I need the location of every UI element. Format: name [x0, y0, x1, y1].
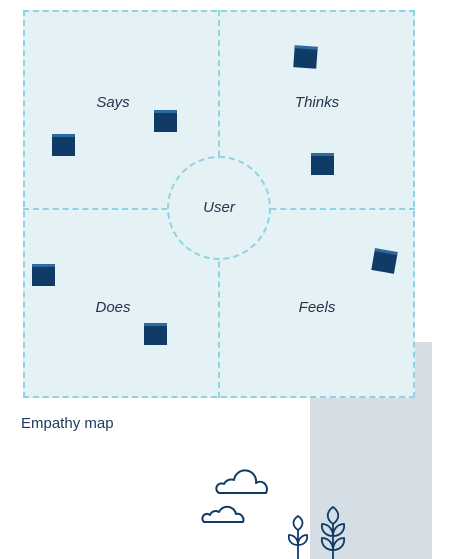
user-center-circle	[167, 156, 271, 260]
quadrant-label-thinks: Thinks	[294, 94, 340, 111]
empathy-map-caption: Empathy map	[21, 415, 114, 432]
sticky-note-thinks-bottom	[311, 153, 334, 175]
quadrant-label-says: Says	[96, 94, 130, 111]
quadrant-label-does: Does	[95, 299, 131, 316]
sticky-note-says-left	[52, 134, 75, 156]
quadrant-label-feels: Feels	[298, 299, 336, 316]
cloud-icon	[201, 505, 245, 523]
sprout-icon	[287, 514, 309, 559]
sprout-icon	[320, 505, 346, 559]
sticky-note-does-right	[144, 323, 167, 345]
center-label-user: User	[203, 199, 235, 216]
cloud-icon	[215, 469, 268, 494]
sticky-note-does-left	[32, 264, 55, 286]
sticky-note-says-right	[154, 110, 177, 132]
